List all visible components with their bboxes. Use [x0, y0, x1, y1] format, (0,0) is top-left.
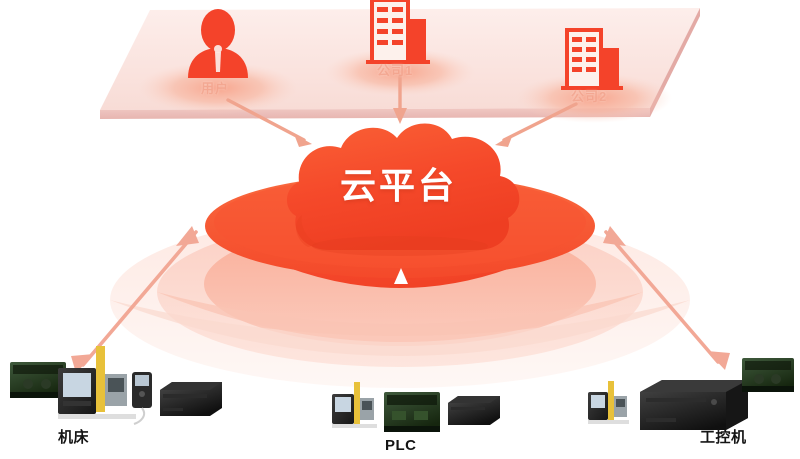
plane-spotlights — [138, 48, 672, 123]
platform-rings-skirt — [110, 292, 690, 356]
building-icon — [561, 28, 623, 90]
cloud-platform-title: 云平台 — [340, 165, 458, 206]
node-label-company1: 公司1 — [377, 63, 414, 78]
node-label-company2: 公司2 — [571, 89, 608, 104]
machine-tool-icon — [10, 346, 222, 425]
plc-icon — [332, 382, 500, 432]
node-label-user: 用户 — [201, 81, 230, 96]
node-label-industrial-computer: 工控机 — [700, 429, 747, 446]
user-to-cloud-arrow — [226, 98, 312, 147]
building-icon — [366, 0, 430, 64]
connector-arrows-top — [226, 74, 578, 147]
cloud-icon — [286, 123, 520, 256]
connector-arrows-bottom — [71, 226, 730, 392]
bowl-to-ipc-arrow — [603, 226, 730, 370]
plc-to-bowl-arrow — [394, 268, 408, 392]
node-label-plc: PLC — [385, 437, 417, 454]
industrial-computer-icon — [588, 358, 794, 430]
node-label-machine-tool: 机床 — [58, 429, 90, 446]
person-icon — [188, 9, 248, 78]
company1-to-cloud-arrow — [393, 74, 407, 124]
company2-to-cloud-arrow — [495, 102, 578, 147]
